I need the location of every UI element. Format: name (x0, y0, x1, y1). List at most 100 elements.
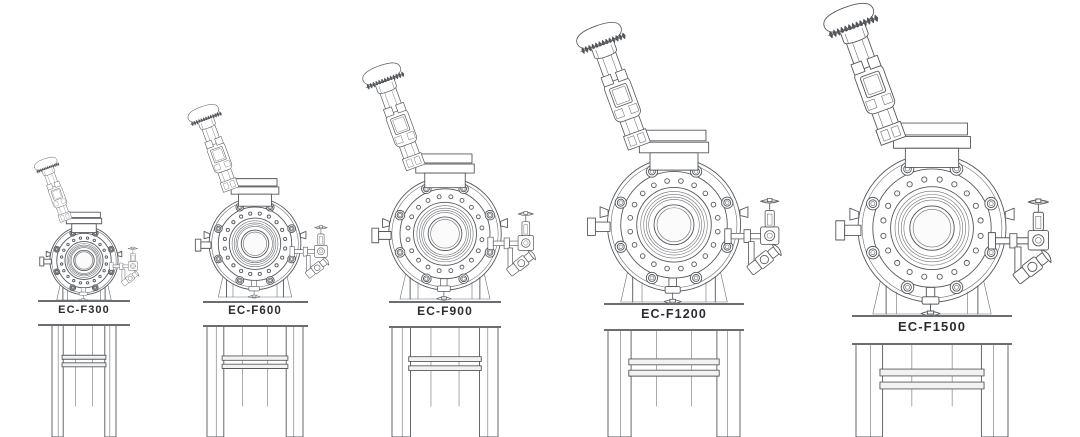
angle-drain-valve[interactable] (304, 256, 330, 280)
center-port (240, 229, 270, 258)
riser-group (44, 171, 73, 223)
bottom-drain-valve[interactable] (663, 277, 682, 304)
unit-label-ec-f600: EC-F600 (228, 305, 282, 317)
shell-lug (203, 230, 211, 240)
flange-boss-hole (725, 244, 730, 249)
housing-tab (383, 106, 395, 118)
cover-ring (648, 199, 700, 251)
bottom-drain-group[interactable] (247, 280, 261, 299)
flange-boss-hole (398, 213, 402, 218)
left-nozzle-pipe (844, 224, 862, 237)
cover-bolt-hole (283, 236, 288, 242)
cover-ring (646, 196, 702, 253)
cover-bolt-hole (880, 217, 887, 224)
flange-boss-bolt (54, 247, 60, 252)
cover-bolt-hole (936, 273, 943, 280)
bonnet-window (131, 254, 135, 261)
housing-tab (213, 163, 222, 172)
cover-bolt-hole (78, 281, 83, 285)
flange-boss-bolt (215, 225, 222, 232)
shell-lug (1004, 207, 1015, 221)
bottom-drain-valve[interactable] (436, 278, 452, 301)
globe-valve-handwheel[interactable] (724, 198, 784, 276)
stand-cross-brace (61, 362, 107, 368)
nozzle-flange (1009, 233, 1018, 249)
flange-boss-hole (649, 275, 655, 281)
cover-bolt-hole (104, 255, 108, 259)
vessel-assembly (835, 122, 1015, 315)
flange-boss-hole (290, 257, 294, 261)
globe-valve-handwheel[interactable] (487, 211, 537, 278)
angle-drain-valve[interactable] (120, 270, 139, 287)
bottom-drain-valve[interactable] (247, 280, 261, 299)
cover-bolt-hole (972, 202, 979, 209)
bottom-drain-group[interactable] (920, 286, 941, 317)
vessel-assembly (39, 211, 123, 301)
cap-shoulder-line (595, 49, 600, 59)
cover-bolt-hole (222, 236, 227, 242)
stand-cross-brace (221, 363, 289, 369)
side-valve-assembly[interactable] (289, 225, 330, 280)
cover-bolt-hole (894, 190, 901, 197)
globe-valve-handwheel[interactable] (987, 198, 1053, 286)
cover-bolt-hole (257, 271, 262, 276)
cover-bolt-hole (92, 279, 96, 283)
cover-bolt-hole (977, 232, 984, 239)
flange-boss-bolt (952, 282, 961, 292)
globe-valve-handwheel[interactable] (289, 225, 330, 280)
vessel-assembly (194, 178, 307, 298)
cap-shoulder-line (51, 168, 54, 173)
flange-boss-hole (55, 247, 59, 251)
flange-boss-bolt (868, 199, 878, 208)
cover-bolt-hole (631, 242, 638, 248)
saddle-plate (638, 141, 710, 154)
handwheel-hub (319, 225, 323, 229)
housing-tab (615, 68, 629, 83)
flange-boss (614, 240, 627, 253)
side-valve-assembly[interactable] (109, 246, 140, 287)
cover-bolt-hole (479, 225, 485, 231)
cap-group (187, 104, 222, 130)
globe-valve-handwheel[interactable] (109, 246, 140, 287)
cover-bolt-hole (72, 279, 76, 283)
cover-bolt-hole (102, 248, 106, 252)
angle-drain-valve[interactable] (505, 249, 537, 278)
nozzle-flange (724, 228, 732, 244)
cover-bolt-hole (248, 211, 253, 216)
bottom-drain-group[interactable] (436, 278, 452, 301)
nozzle-flange (487, 236, 494, 250)
bottom-drain-valve[interactable] (920, 286, 941, 317)
cap-group (362, 62, 405, 94)
cover-bolt-hole (639, 253, 646, 259)
bottom-drain-group[interactable] (663, 277, 682, 304)
flange-boss (900, 280, 915, 295)
cover-bolt-hole (436, 268, 442, 274)
drain-seat (759, 255, 769, 265)
housing-tab (866, 54, 882, 70)
cover-bolt-hole (664, 178, 670, 184)
angle-drain-valve[interactable] (1011, 248, 1053, 286)
riser-column (379, 87, 426, 172)
valve-seat (130, 263, 136, 269)
angle-drain-valve[interactable] (745, 242, 783, 276)
cover-bolt-hole (425, 198, 431, 203)
side-valve-assembly[interactable] (487, 211, 537, 278)
coupling-detail (405, 158, 414, 168)
stand-cross-brace (628, 358, 720, 366)
cover-bolt-hole (448, 194, 454, 200)
flange-boss (721, 196, 734, 209)
bonnet-window (1035, 216, 1042, 229)
bolted-vessel-body (194, 178, 307, 298)
cover-bolt-hole (631, 201, 638, 208)
cap-shoulder-line (378, 86, 382, 94)
flange-boss (484, 209, 496, 221)
side-valve-assembly[interactable] (724, 198, 784, 276)
cover-bolt-hole (405, 237, 411, 243)
cover-bolt-hole (231, 220, 236, 225)
side-valve-assembly[interactable] (987, 198, 1053, 286)
cover-bolt-hole (678, 178, 684, 184)
cap-rib-guide (35, 163, 59, 173)
drain-handwheel (1040, 249, 1052, 264)
flange-boss-hole (954, 284, 959, 290)
drain-neck (251, 280, 257, 287)
